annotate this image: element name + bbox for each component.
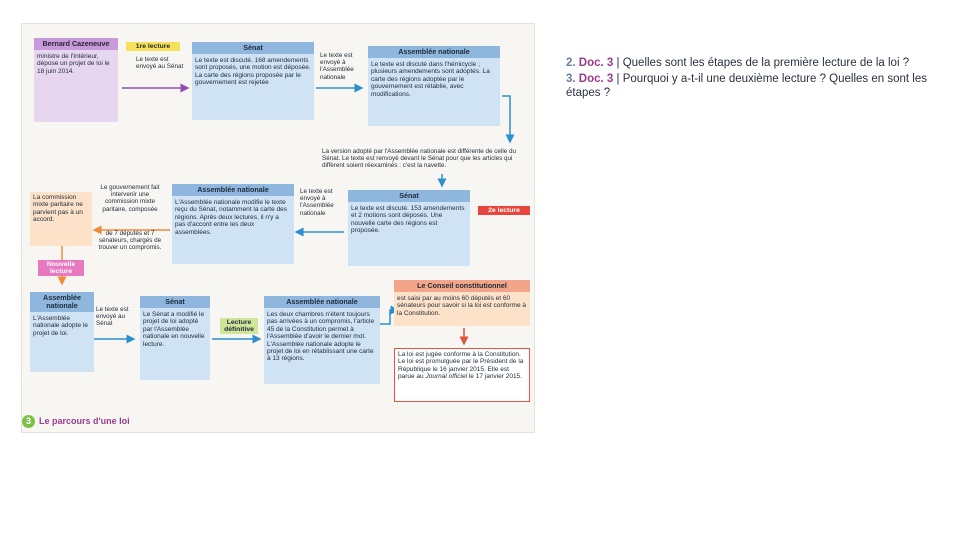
box-promulgation-text-a: La loi est jugée conforme à la Constitut… [398, 351, 524, 381]
box-an-2: Assemblée nationale L'Assemblée national… [172, 184, 294, 264]
box-conseil: Le Conseil constitutionnel est saisi par… [394, 280, 530, 326]
box-an-3-title: Assemblée nationale [30, 292, 94, 312]
question-item: 3. Doc. 3 | Pourquoi y a-t-il une deuxiè… [566, 72, 950, 100]
arrow-an-down [502, 95, 515, 144]
caption-text: Le parcours d'une loi [39, 416, 130, 426]
box-an-1-title: Assemblée nationale [368, 46, 500, 58]
box-an-4-text: Les deux chambres n'étent toujours pas a… [267, 311, 375, 363]
box-an-4-title: Assemblée nationale [264, 296, 380, 308]
tag-deuxieme-lecture: 2e lecture [478, 206, 530, 215]
question-number: 2. [566, 57, 576, 69]
question-sep: | [613, 73, 623, 85]
box-cazeneuve: Bernard Cazeneuve ministre de l'Intérieu… [34, 38, 118, 122]
note-sent-to-senat: Le texte est envoyé au Sénat [136, 56, 184, 71]
box-an-2-title: Assemblée nationale [172, 184, 294, 196]
box-senat-3-title: Sénat [140, 296, 210, 308]
question-number: 3. [566, 73, 576, 85]
box-cazeneuve-title: Bernard Cazeneuve [34, 38, 118, 50]
box-senat-3: Sénat Le Sénat a modifié le projet de lo… [140, 296, 210, 380]
box-senat-1: Sénat Le texte est discuté. 168 amendeme… [192, 42, 314, 120]
question-doc-ref: Doc. 3 [578, 73, 614, 85]
note-gov-commission: Le gouvernement fait intervenir une comm… [100, 184, 160, 213]
note-navette: La version adopté par l'Assemblée nation… [322, 148, 516, 170]
tag-nouvelle-lecture: Nouvelle lecture [38, 260, 84, 276]
box-senat-1-title: Sénat [192, 42, 314, 54]
note-sent-to-an-1: Le texte est envoyé à l'Assemblée nation… [320, 52, 354, 81]
box-commission: La commission mixte paritaire ne parvien… [30, 192, 92, 246]
box-promulgation-journal: Journal officiel [425, 373, 468, 381]
note-sent-to-senat-3: Le texte est envoyé au Sénat [96, 306, 129, 328]
question-item: 2. Doc. 3 | Quelles sont les étapes de l… [566, 56, 950, 70]
box-promulgation-text-b: le 17 janvier 2015. [468, 373, 522, 381]
box-an-4: Assemblée nationale Les deux chambres n'… [264, 296, 380, 384]
question-sep: | [613, 57, 623, 69]
question-text: Quelles sont les étapes de la première l… [622, 57, 910, 69]
box-conseil-title: Le Conseil constitutionnel [394, 280, 530, 292]
box-an-3: Assemblée nationale L'Assemblée national… [30, 292, 94, 372]
box-senat-2: Sénat Le texte est discuté. 153 amendeme… [348, 190, 470, 266]
box-an-1-text: Le texte est discuté dans l'hémicycle ; … [371, 61, 490, 98]
box-senat-2-text: Le texte est discuté. 153 amendements et… [351, 205, 465, 235]
box-commission-text: La commission mixte paritaire ne parvien… [33, 194, 83, 224]
note-gov-compromis: de 7 députés et 7 sénateurs, chargés de … [98, 230, 162, 252]
figure-caption: 3 Le parcours d'une loi [22, 412, 130, 430]
box-senat-1-text: Le texte est discuté. 168 amendements so… [195, 57, 311, 87]
caption-number-badge: 3 [22, 414, 35, 428]
box-an-2-text: L'Assemblée nationale modifie le texte r… [175, 199, 288, 236]
tag-lecture-definitive: Lecture définitive [220, 318, 258, 334]
box-cazeneuve-text: ministre de l'Intérieur, dépose un proje… [37, 53, 110, 75]
box-an-1: Assemblée nationale Le texte est discuté… [368, 46, 500, 126]
box-an-3-text: L'Assemblée nationale adopte le projet d… [33, 315, 88, 337]
box-senat-3-text: Le Sénat a modifié le projet de loi adop… [143, 311, 205, 348]
questions-list: 2. Doc. 3 | Quelles sont les étapes de l… [566, 56, 950, 102]
box-promulgation: La loi est jugée conforme à la Constitut… [394, 348, 530, 402]
question-text: Pourquoi y a-t-il une deuxième lecture ?… [566, 73, 927, 99]
note-sent-to-an-2: Le texte est envoyé à l'Assemblée nation… [300, 188, 334, 217]
question-doc-ref: Doc. 3 [578, 57, 614, 69]
diagram-scan: Bernard Cazeneuve ministre de l'Intérieu… [22, 24, 534, 432]
box-conseil-text: est saisi par au moins 60 députés et 60 … [397, 295, 526, 317]
tag-premiere-lecture: 1re lecture [126, 42, 180, 51]
box-senat-2-title: Sénat [348, 190, 470, 202]
